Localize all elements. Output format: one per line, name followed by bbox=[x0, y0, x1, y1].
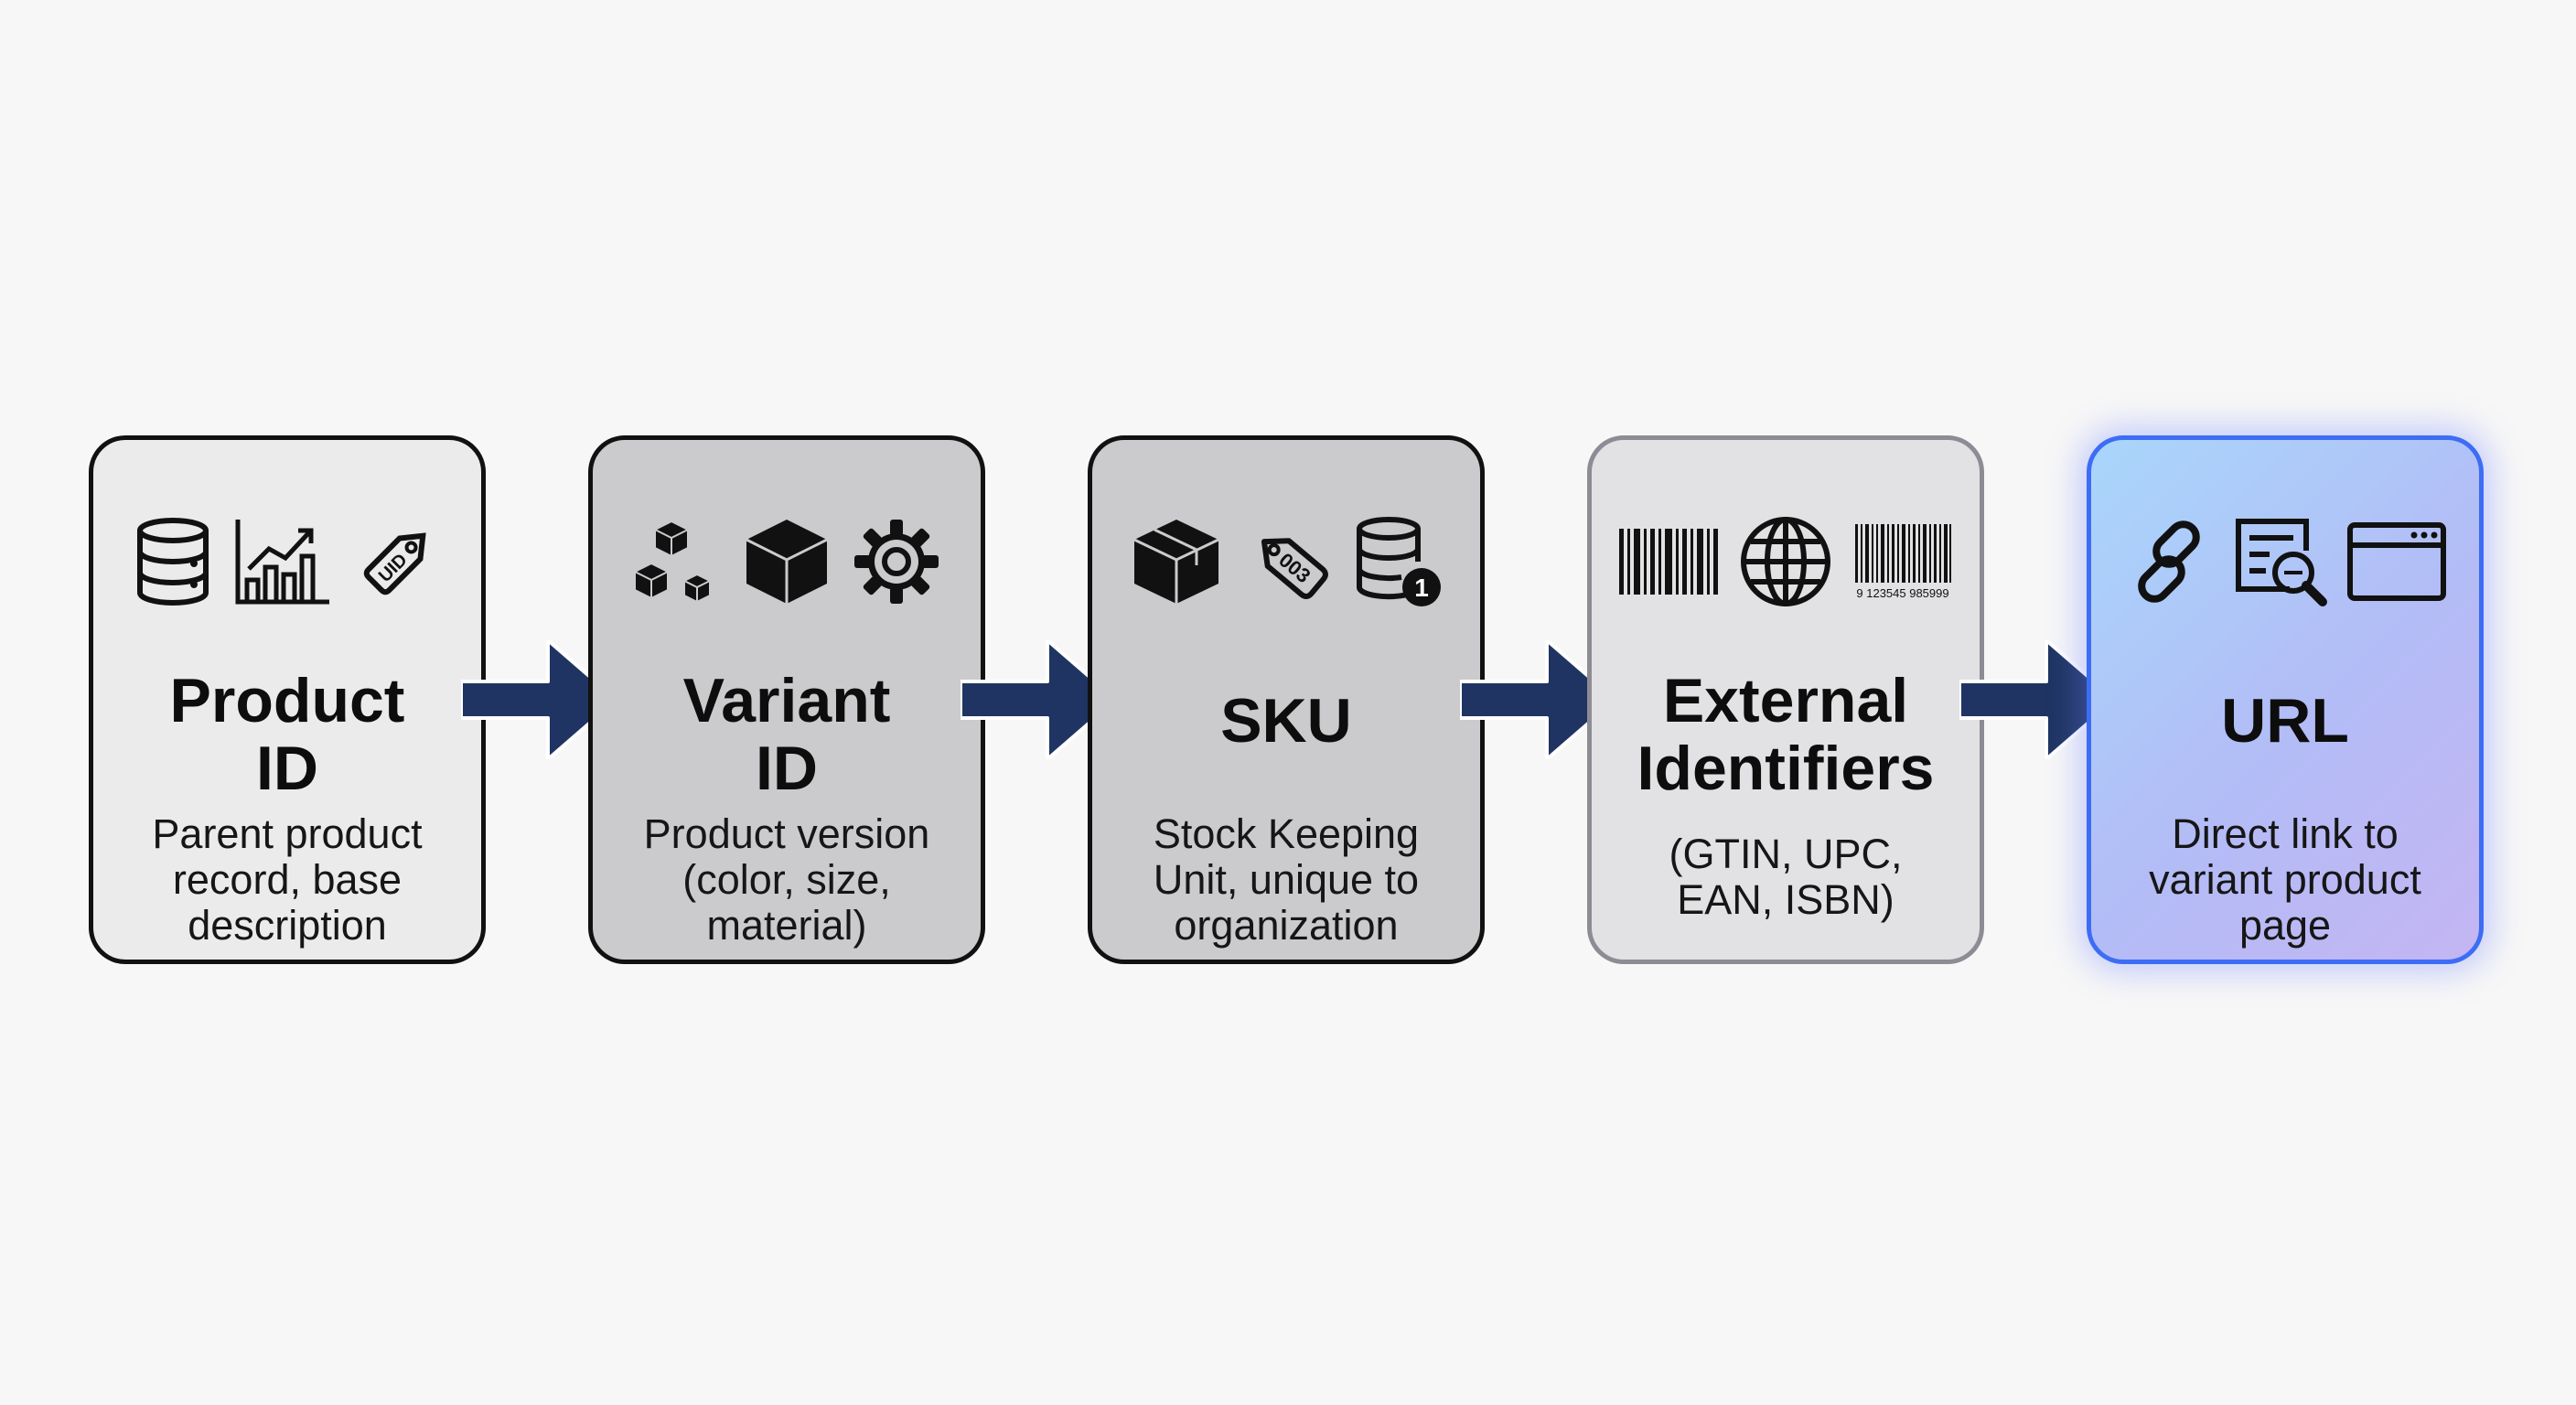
step-description: (GTIN, UPC, EAN, ISBN) bbox=[1601, 831, 1970, 923]
step-icons bbox=[2091, 511, 2479, 612]
step-external-identifiers: 9 123545 985999 External Identifiers (GT… bbox=[1587, 435, 1984, 964]
title-line: External bbox=[1662, 666, 1909, 735]
description-line: Direct link to bbox=[2172, 810, 2399, 857]
bar-chart-icon bbox=[235, 520, 329, 605]
browser-window-icon bbox=[2347, 522, 2446, 601]
step-url: URL Direct link to variant product page bbox=[2087, 435, 2484, 964]
step-product-id: UID Product ID Parent product record, ba… bbox=[89, 435, 486, 964]
step-title: URL bbox=[2100, 687, 2470, 755]
barcode-digits: 9 123545 985999 bbox=[1856, 586, 1948, 600]
sku-tag-icon: 003 bbox=[1261, 538, 1328, 599]
step-icons: 9 123545 985999 bbox=[1592, 511, 1980, 612]
description-line: Parent product bbox=[152, 810, 423, 857]
step-title: Product ID bbox=[102, 667, 472, 802]
step-title: Variant ID bbox=[602, 667, 971, 802]
description-line: description bbox=[188, 902, 387, 949]
description-line: record, base bbox=[172, 856, 402, 903]
description-line: organization bbox=[1174, 902, 1399, 949]
step-description: Direct link to variant product page bbox=[2100, 811, 2470, 949]
step-icons bbox=[593, 511, 981, 612]
title-line: URL bbox=[2221, 686, 2349, 756]
description-line: Unit, unique to bbox=[1153, 856, 1420, 903]
step-title: SKU bbox=[1101, 687, 1471, 755]
badge-count: 1 bbox=[1414, 574, 1429, 602]
description-line: Stock Keeping bbox=[1153, 810, 1420, 857]
title-line: Product bbox=[169, 666, 405, 735]
barcode-icon bbox=[1619, 529, 1718, 595]
small-cubes-icon bbox=[634, 520, 711, 604]
database-badge-icon: 1 bbox=[1357, 517, 1441, 606]
arrow-right-icon bbox=[461, 640, 617, 759]
title-line: ID bbox=[756, 734, 818, 803]
uid-tag-icon: UID bbox=[363, 532, 426, 595]
description-line: variant product bbox=[2149, 856, 2421, 903]
description-line: (color, size, bbox=[682, 856, 891, 903]
link-icon bbox=[2138, 520, 2200, 603]
title-line: SKU bbox=[1220, 686, 1352, 756]
search-document-icon bbox=[2236, 519, 2327, 606]
step-variant-id: Variant ID Product version (color, size,… bbox=[588, 435, 985, 964]
step-title: External Identifiers bbox=[1601, 667, 1970, 802]
title-line: ID bbox=[256, 734, 318, 803]
step-icons: UID bbox=[93, 511, 481, 612]
description-line: (GTIN, UPC, bbox=[1669, 831, 1903, 877]
step-description: Product version (color, size, material) bbox=[602, 811, 971, 949]
gear-icon bbox=[854, 520, 939, 604]
title-line: Variant bbox=[682, 666, 891, 735]
description-line: Product version bbox=[643, 810, 930, 857]
numbered-barcode-icon: 9 123545 985999 bbox=[1855, 524, 1951, 600]
cube-icon bbox=[746, 520, 828, 604]
database-icon bbox=[137, 518, 209, 606]
arrow-right-icon bbox=[1460, 640, 1615, 759]
step-sku: 003 1 SKU Stock Keeping Unit, unique to … bbox=[1088, 435, 1485, 964]
step-icons: 003 1 bbox=[1092, 511, 1480, 612]
step-description: Stock Keeping Unit, unique to organizati… bbox=[1101, 811, 1471, 949]
description-line: EAN, ISBN) bbox=[1677, 876, 1894, 923]
title-line: Identifiers bbox=[1637, 734, 1935, 803]
arrow-right-icon bbox=[1959, 640, 2115, 759]
arrow-right-icon bbox=[961, 640, 1116, 759]
step-description: Parent product record, base description bbox=[102, 811, 472, 949]
package-box-icon bbox=[1133, 520, 1219, 604]
description-line: material) bbox=[706, 902, 867, 949]
description-line: page bbox=[2238, 902, 2332, 949]
globe-icon bbox=[1741, 517, 1830, 606]
